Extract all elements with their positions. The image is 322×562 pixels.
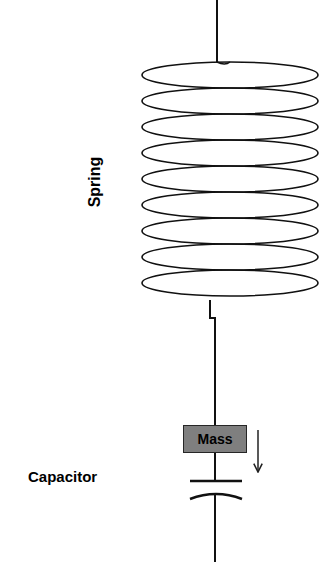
coil-end [217,62,230,64]
coil-turn [142,140,318,166]
top-wire [216,0,218,62]
spring-to-mass-wire [210,300,215,425]
capacitor-plate [190,480,242,483]
coil-turn [142,244,318,270]
coil-turn [142,166,318,192]
coil-turn [142,270,318,296]
mass-label: Mass [197,431,232,447]
coil-turn [142,114,318,140]
coil-turn [142,62,318,88]
coil-turn [142,192,318,218]
coil-turn [142,88,318,114]
capacitor-label: Capacitor [28,468,97,485]
coil-turn [142,218,318,244]
mass-to-capacitor-wire [214,453,216,480]
spring-label: Spring [86,157,104,208]
bottom-wire [214,494,216,562]
spring-coil [142,62,318,296]
mass-block: Mass [183,425,247,453]
motion-arrow [257,430,259,472]
